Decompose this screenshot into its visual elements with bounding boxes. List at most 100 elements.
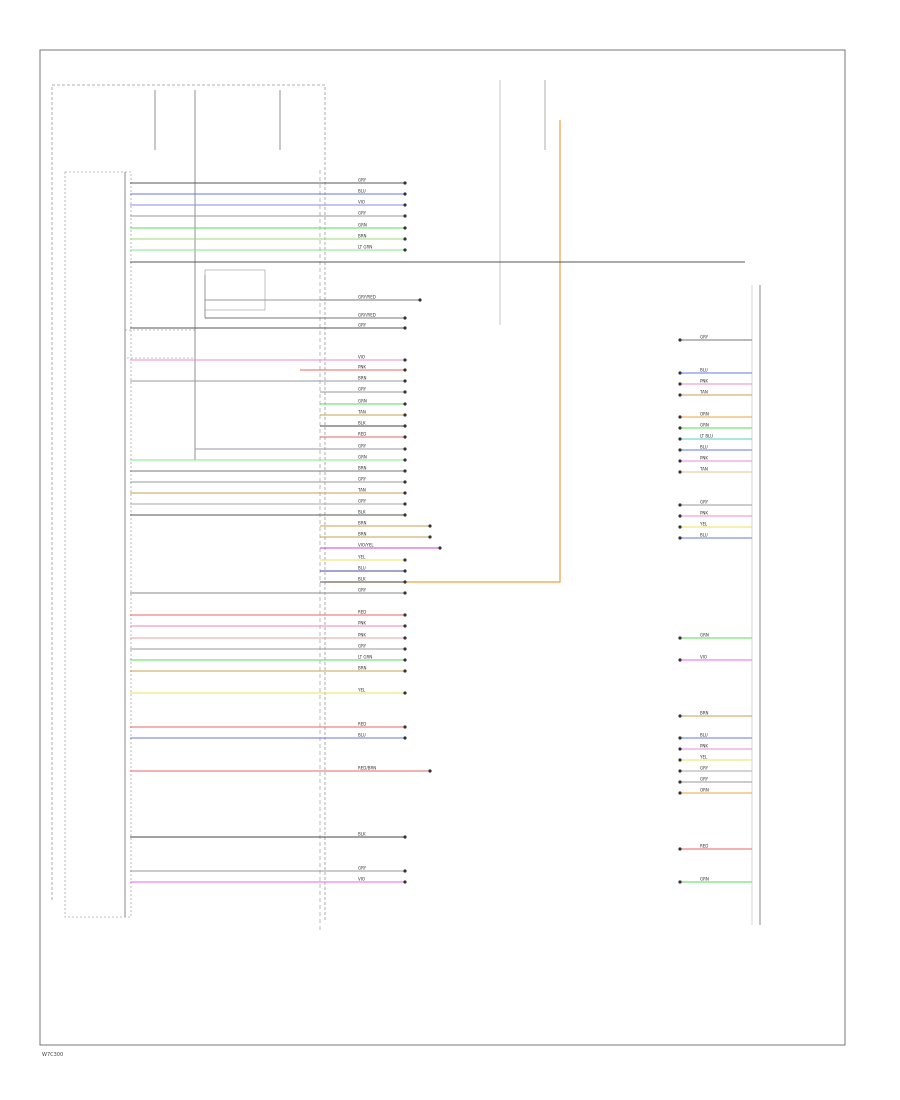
left-wire-label-24: BLK (358, 510, 366, 515)
left-terminal-42 (403, 835, 407, 839)
right-terminal-18 (678, 747, 682, 751)
left-terminal-33 (403, 624, 407, 628)
right-terminal-9 (678, 470, 682, 474)
left-terminal-39 (403, 725, 407, 729)
right-wire-label-20: GRY (700, 766, 709, 771)
left-terminal-41 (428, 769, 432, 773)
left-terminal-23 (403, 502, 407, 506)
left-terminal-34 (403, 636, 407, 640)
right-wire-label-8: PNK (700, 456, 708, 461)
left-wire-label-28: YEL (357, 555, 366, 560)
left-wire-label-26: BRN (358, 532, 367, 537)
right-wire-label-10: GRY (700, 500, 709, 505)
left-terminal-8 (403, 316, 407, 320)
left-wire-label-12: BRN (358, 376, 367, 381)
right-terminal-1 (678, 371, 682, 375)
left-terminal-36 (403, 658, 407, 662)
left-terminal-14 (403, 402, 407, 406)
left-wire-label-29: BLU (358, 566, 366, 571)
left-terminal-19 (403, 458, 407, 462)
right-terminal-22 (678, 791, 682, 795)
left-terminal-1 (403, 192, 407, 196)
left-terminal-16 (403, 424, 407, 428)
right-terminal-10 (678, 503, 682, 507)
left-terminal-18 (403, 447, 407, 451)
left-wire-label-10: VIO (358, 355, 365, 360)
left-terminal-32 (403, 613, 407, 617)
left-terminal-40 (403, 736, 407, 740)
left-wire-label-3: GRY (358, 211, 367, 216)
right-wire-label-16: BRN (700, 711, 709, 716)
right-terminal-15 (678, 658, 682, 662)
left-wire-label-8: GRY/RED (358, 313, 376, 318)
left-wire-label-31: GRY (358, 588, 367, 593)
left-wire-label-23: GRY (358, 499, 367, 504)
left-wire-label-39: RED (358, 722, 366, 727)
fuse-block-outline (51, 84, 326, 920)
right-wire-label-9: TAN (699, 467, 708, 472)
left-terminal-31 (403, 591, 407, 595)
left-wire-label-20: BRN (358, 466, 367, 471)
right-terminal-16 (678, 714, 682, 718)
right-wire-label-19: YEL (699, 755, 708, 760)
left-wire-label-0: GRY (358, 178, 367, 183)
left-wire-label-14: GRN (358, 399, 367, 404)
right-wire-label-23: RED (700, 844, 708, 849)
right-wire-label-13: BLU (700, 533, 708, 538)
right-terminal-24 (678, 880, 682, 884)
left-terminal-3 (403, 214, 407, 218)
right-terminal-5 (678, 426, 682, 430)
left-terminal-9 (403, 326, 407, 330)
left-wire-label-11: PNK (358, 365, 366, 370)
left-terminal-43 (403, 869, 407, 873)
left-wire-label-16: BLK (358, 421, 366, 426)
left-wire-label-25: BRN (358, 521, 367, 526)
right-wire-label-24: GRN (700, 877, 709, 882)
left-wire-label-22: TAN (357, 488, 366, 493)
left-terminal-29 (403, 569, 407, 573)
left-wire-label-42: BLK (358, 832, 366, 837)
left-module-box (64, 171, 132, 918)
left-terminal-0 (403, 181, 407, 185)
left-wire-label-37: BRN (358, 666, 367, 671)
left-wire-label-13: GRY (358, 387, 367, 392)
left-wire-label-34: PNK (358, 633, 366, 638)
right-wire-label-18: PNK (700, 744, 708, 749)
right-wire-label-7: BLU (700, 445, 708, 450)
right-wire-label-12: YEL (699, 522, 708, 527)
left-wire-label-36: LT GRN (358, 655, 372, 660)
left-wire-label-38: YEL (357, 688, 366, 693)
right-terminal-6 (678, 437, 682, 441)
left-terminal-6 (403, 248, 407, 252)
right-terminal-0 (678, 338, 682, 342)
left-terminal-38 (403, 691, 407, 695)
right-wire-label-6: LT BLU (700, 434, 713, 439)
right-wire-label-4: ORN (700, 412, 709, 417)
left-wire-label-15: TAN (357, 410, 366, 415)
left-wire-label-32: RED (358, 610, 366, 615)
left-wire-label-33: PNK (358, 621, 366, 626)
left-terminal-7 (418, 298, 422, 302)
right-wire-label-2: PNK (700, 379, 708, 384)
right-wire-label-14: GRN (700, 633, 709, 638)
left-terminal-22 (403, 491, 407, 495)
left-wire-label-40: BLU (358, 733, 366, 738)
left-wire-label-41: RED/BRN (358, 766, 376, 771)
left-wire-label-43: GRY (358, 866, 367, 871)
relay-box (204, 269, 266, 311)
right-terminal-17 (678, 736, 682, 740)
left-terminal-15 (403, 413, 407, 417)
left-terminal-13 (403, 390, 407, 394)
left-terminal-5 (403, 237, 407, 241)
right-terminal-12 (678, 525, 682, 529)
right-wire-label-21: GRY (700, 777, 709, 782)
left-terminal-2 (403, 203, 407, 207)
left-terminal-44 (403, 880, 407, 884)
right-wire-label-22: ORN (700, 788, 709, 793)
right-wire-label-17: BLU (700, 733, 708, 738)
left-terminal-24 (403, 513, 407, 517)
left-terminal-30 (403, 580, 407, 584)
